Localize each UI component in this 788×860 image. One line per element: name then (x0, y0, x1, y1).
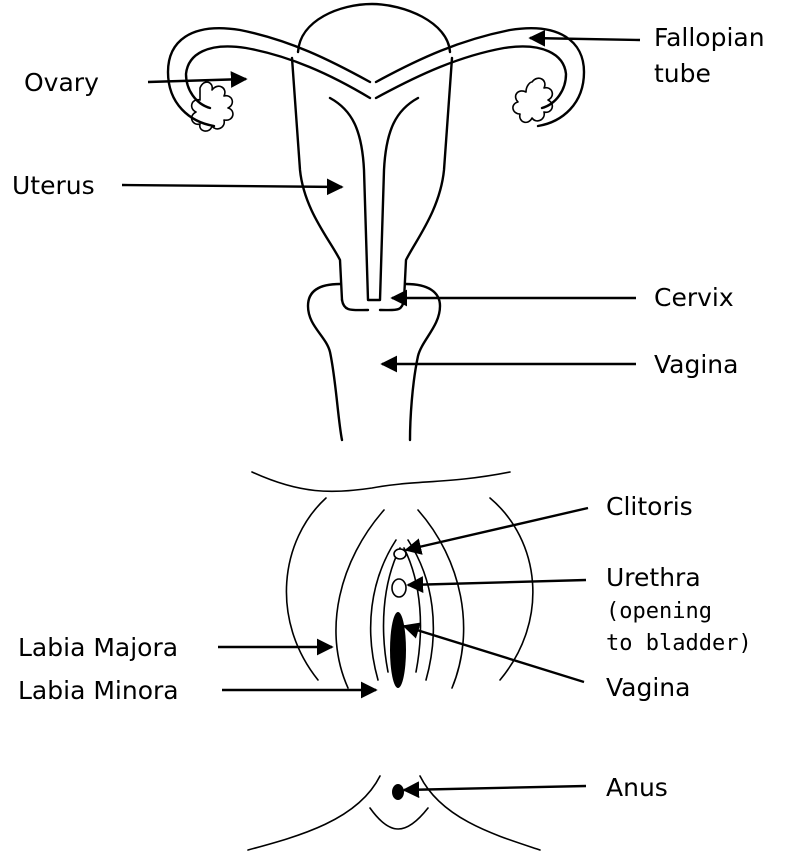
label-anus: Anus (606, 773, 668, 802)
fallopian-tube-right (376, 28, 584, 126)
arrow-uterus (122, 185, 342, 187)
label-cervix: Cervix (654, 283, 734, 312)
label-vagina-upper: Vagina (654, 350, 738, 379)
clitoris-shape (394, 549, 406, 559)
ovary-left (192, 82, 233, 131)
label-labia-majora: Labia Majora (18, 633, 178, 662)
label-urethra-note-1: (opening (606, 599, 712, 624)
fallopian-tube-left-inner (186, 46, 370, 108)
label-urethra-note-2: to bladder) (606, 631, 752, 656)
label-vagina-lower: Vagina (606, 673, 690, 702)
uterus-fundus (298, 4, 450, 52)
label-fallopian-line1: Fallopian (654, 23, 765, 52)
uterus-wall-right (404, 58, 452, 300)
label-arrows (122, 38, 640, 790)
fallopian-tube-left (168, 28, 370, 126)
arrow-anus (404, 786, 586, 790)
labia-majora-left (336, 510, 384, 688)
labia-majora-right (418, 510, 464, 688)
cervix (342, 300, 404, 310)
labia-minora-right-inner (404, 548, 420, 672)
label-ovary: Ovary (24, 68, 99, 97)
vaginal-opening (390, 612, 406, 688)
arrow-ovary (148, 79, 246, 82)
thigh-left (286, 498, 326, 680)
gluteal-cleft (370, 808, 428, 829)
label-urethra: Urethra (606, 563, 701, 592)
urethra-shape (392, 579, 406, 597)
internal-organs-illustration (168, 4, 584, 440)
arrow-urethra (408, 580, 586, 585)
anus-shape (392, 784, 404, 800)
label-labia-minora: Labia Minora (18, 676, 179, 705)
vagina-upper-right (406, 284, 440, 440)
arrow-fallopian-tube (530, 38, 640, 40)
vagina-upper-left (308, 284, 342, 440)
mons-contour (252, 472, 510, 491)
label-fallopian-line2: tube (654, 59, 711, 88)
ovary-right (513, 78, 552, 122)
label-clitoris: Clitoris (606, 492, 693, 521)
fallopian-tube-right-inner (376, 46, 566, 108)
uterus-wall-left (292, 58, 342, 300)
label-uterus: Uterus (12, 171, 95, 200)
